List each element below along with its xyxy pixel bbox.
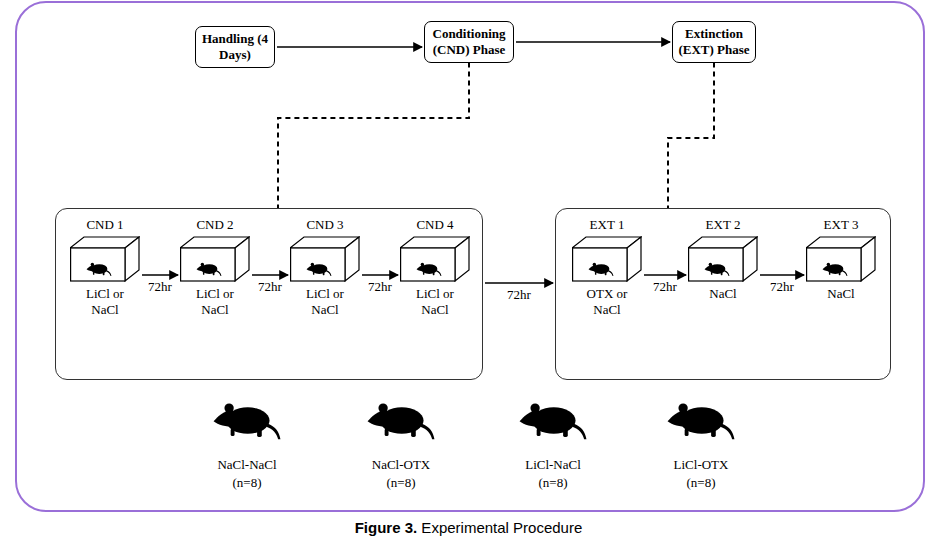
- interval-label: 72hr: [769, 280, 795, 294]
- session-label: EXT 1: [552, 217, 662, 233]
- session-label: CND 2: [160, 217, 270, 233]
- cage-drawing: [400, 236, 470, 282]
- cage-box: CND 4LiCl or NaCl: [400, 236, 470, 282]
- injection-label: NaCl: [691, 286, 755, 302]
- dashed-link: [278, 63, 469, 208]
- group-name: NaCl-OTX: [372, 457, 431, 473]
- figure-caption: Figure 3. Experimental Procedure: [0, 519, 937, 536]
- cage-box: CND 3LiCl or NaCl: [290, 236, 360, 282]
- dashed-link: [668, 63, 714, 208]
- injection-label: OTX or NaCl: [575, 286, 639, 317]
- cage-box: CND 1LiCl or NaCl: [70, 236, 140, 282]
- rat-silhouette: [368, 403, 435, 439]
- figure-frame: [16, 2, 924, 511]
- injection-label: NaCl: [809, 286, 873, 302]
- arrow-connector: [644, 274, 686, 275]
- rat-silhouette: [520, 403, 587, 439]
- sample-size: (n=8): [387, 475, 416, 491]
- interval-label: 72hr: [506, 288, 532, 302]
- injection-label: LiCl or NaCl: [403, 286, 467, 317]
- sample-size: (n=8): [687, 475, 716, 491]
- arrow-connector: [760, 274, 804, 275]
- phase-label: Extinction (EXT) Phase: [676, 26, 752, 57]
- arrow-connector: [485, 282, 553, 283]
- session-label: CND 4: [380, 217, 490, 233]
- cage-drawing: [806, 236, 876, 282]
- rat-silhouette: [668, 403, 735, 439]
- arrow-connector: [252, 274, 288, 275]
- interval-label: 72hr: [257, 280, 283, 294]
- interval-label: 72hr: [147, 280, 173, 294]
- group-name: NaCl-NaCl: [217, 457, 276, 473]
- cage-drawing: [688, 236, 758, 282]
- injection-label: LiCl or NaCl: [73, 286, 137, 317]
- arrow-connector: [142, 274, 178, 275]
- rat-silhouette: [214, 403, 281, 439]
- cage-drawing: [70, 236, 140, 282]
- group-name: LiCl-NaCl: [525, 457, 581, 473]
- session-label: CND 3: [270, 217, 380, 233]
- cage-drawing: [290, 236, 360, 282]
- cage-box: CND 2LiCl or NaCl: [180, 236, 250, 282]
- sample-size: (n=8): [539, 475, 568, 491]
- phase-label: Conditioning (CND) Phase: [428, 26, 510, 57]
- phase-label: Handling (4 Days): [199, 31, 271, 62]
- cage-drawing: [180, 236, 250, 282]
- injection-label: LiCl or NaCl: [183, 286, 247, 317]
- session-label: EXT 2: [668, 217, 778, 233]
- injection-label: LiCl or NaCl: [293, 286, 357, 317]
- group-name: LiCl-OTX: [674, 457, 729, 473]
- arrow-connector: [277, 46, 422, 47]
- group-box: EXT 1OTX or NaClEXT 2NaClEXT 3NaCl: [555, 208, 891, 380]
- cage-box: EXT 1OTX or NaCl: [572, 236, 642, 282]
- phase-box: Conditioning (CND) Phase: [424, 21, 514, 62]
- cage-box: EXT 2NaCl: [688, 236, 758, 282]
- phase-box: Handling (4 Days): [195, 26, 275, 67]
- arrow-connector: [362, 274, 398, 275]
- phase-box: Extinction (EXT) Phase: [672, 21, 756, 62]
- session-label: EXT 3: [786, 217, 896, 233]
- interval-label: 72hr: [367, 280, 393, 294]
- sample-size: (n=8): [233, 475, 262, 491]
- interval-label: 72hr: [652, 280, 678, 294]
- cage-drawing: [572, 236, 642, 282]
- cage-box: EXT 3NaCl: [806, 236, 876, 282]
- session-label: CND 1: [50, 217, 160, 233]
- arrow-connector: [516, 41, 670, 42]
